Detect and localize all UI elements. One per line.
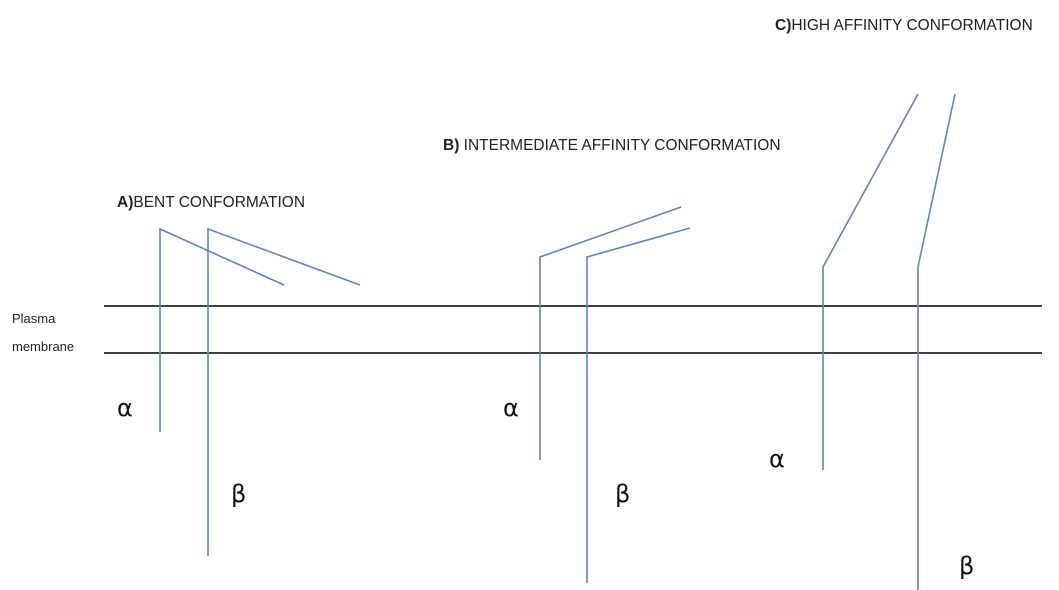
panel-a-alpha-label: α <box>117 394 133 422</box>
panel-b-alpha-chain <box>539 206 682 460</box>
panel-b-intermediate: B) INTERMEDIATE AFFINITY CONFORMATION α … <box>443 137 781 583</box>
panel-a-beta-label: β <box>231 480 246 508</box>
panel-b-caption: B) INTERMEDIATE AFFINITY CONFORMATION <box>443 137 781 154</box>
plasma-membrane: Plasma membrane <box>12 305 1042 354</box>
membrane-label-line2: membrane <box>12 339 74 354</box>
panel-b-alpha-label: α <box>503 394 519 422</box>
panel-c-alpha-label: α <box>769 445 785 473</box>
panel-b-letter: B) <box>443 137 459 154</box>
panel-a-bent: A)BENT CONFORMATION α β <box>117 194 361 556</box>
panel-c-beta-chain <box>917 93 956 590</box>
panel-c-beta-label: β <box>959 552 974 580</box>
panel-c-caption: C)HIGH AFFINITY CONFORMATION <box>775 17 1033 34</box>
panel-b-title: INTERMEDIATE AFFINITY CONFORMATION <box>459 137 780 154</box>
panel-a-alpha-chain <box>159 227 285 432</box>
panel-b-beta-label: β <box>615 480 630 508</box>
panel-a-title: BENT CONFORMATION <box>133 194 305 211</box>
panel-c-alpha-chain <box>822 93 919 470</box>
panel-a-letter: A) <box>117 194 133 211</box>
panel-a-beta-chain <box>207 227 361 556</box>
panel-c-letter: C) <box>775 17 791 34</box>
panel-c-title: HIGH AFFINITY CONFORMATION <box>791 17 1032 34</box>
panel-a-caption: A)BENT CONFORMATION <box>117 194 305 211</box>
panel-b-beta-chain <box>586 227 691 583</box>
membrane-label-line1: Plasma <box>12 311 56 326</box>
panel-c-high-affinity: C)HIGH AFFINITY CONFORMATION α β <box>769 17 1033 590</box>
